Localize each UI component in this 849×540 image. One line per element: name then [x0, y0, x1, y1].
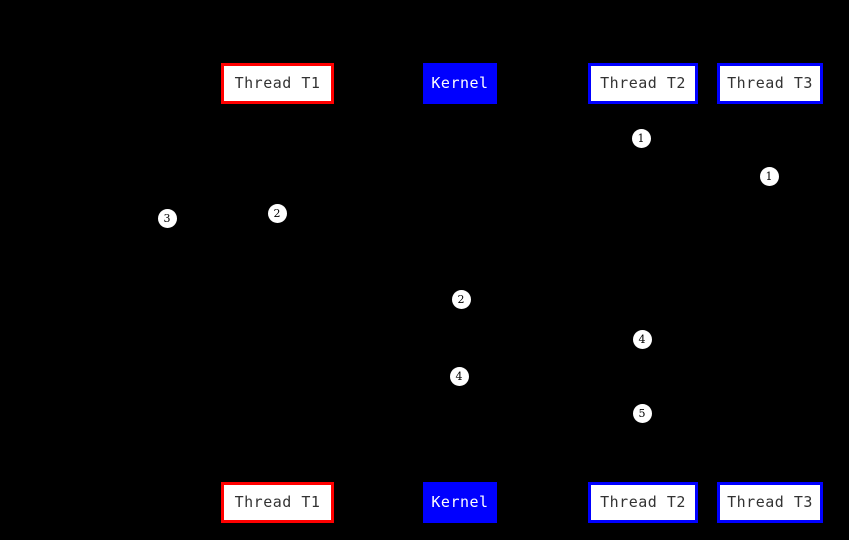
participant-header-t1[interactable]: Thread T1 — [221, 63, 334, 104]
message-arrow — [277, 213, 643, 214]
participant-footer-t2[interactable]: Thread T2 — [588, 482, 698, 523]
sequence-badge: 5 — [632, 403, 652, 423]
lifeline-t1 — [277, 104, 278, 482]
sequence-badge: 4 — [449, 366, 469, 386]
participant-label: Kernel — [431, 74, 489, 92]
participant-header-t3[interactable]: Thread T3 — [717, 63, 823, 104]
sequence-badge: 1 — [759, 166, 779, 186]
message-arrow — [643, 339, 770, 340]
message-arrow — [277, 299, 460, 300]
participant-label: Thread T3 — [727, 493, 813, 511]
sequence-badge: 2 — [451, 289, 471, 309]
message-arrow — [460, 376, 643, 377]
participant-label: Thread T2 — [600, 493, 686, 511]
message-arrow — [643, 138, 770, 139]
lifeline-t3 — [770, 104, 771, 482]
message-arrow — [643, 176, 770, 177]
participant-header-kernel[interactable]: Kernel — [423, 63, 497, 104]
message-arrow — [643, 413, 770, 414]
sequence-badge: 4 — [632, 329, 652, 349]
participant-label: Kernel — [431, 493, 489, 511]
sequence-badge: 3 — [157, 208, 177, 228]
sequence-badge: 1 — [631, 128, 651, 148]
participant-header-t2[interactable]: Thread T2 — [588, 63, 698, 104]
sequence-badge: 2 — [267, 203, 287, 223]
participant-footer-t3[interactable]: Thread T3 — [717, 482, 823, 523]
participant-footer-t1[interactable]: Thread T1 — [221, 482, 334, 523]
participant-label: Thread T2 — [600, 74, 686, 92]
participant-label: Thread T1 — [234, 493, 321, 511]
participant-label: Thread T1 — [234, 74, 321, 92]
message-arrow — [120, 218, 277, 219]
participant-footer-kernel[interactable]: Kernel — [423, 482, 497, 523]
lifeline-t2 — [643, 104, 644, 482]
participant-label: Thread T3 — [727, 74, 813, 92]
